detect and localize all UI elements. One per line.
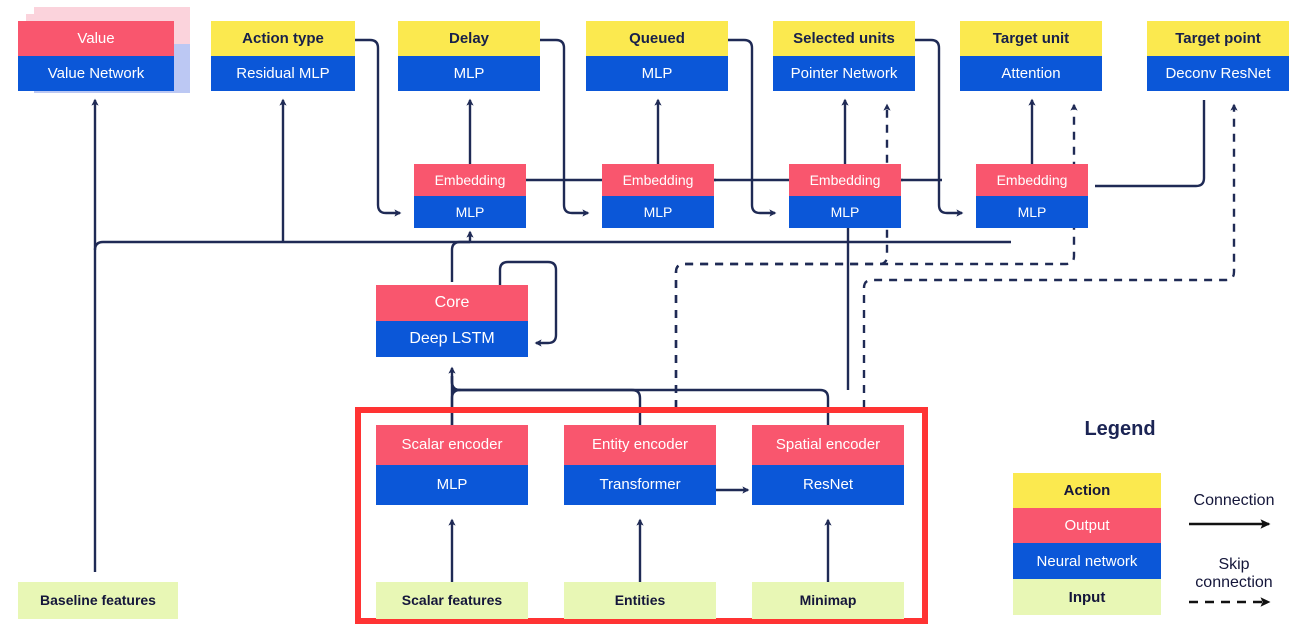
head-target-unit-nn-band: Attention [960,56,1102,91]
encoder-scalar-nn-band: MLP [376,465,528,505]
core-nn-band: Deep LSTM [376,321,528,357]
head-node-target-point[interactable]: Target point Deconv ResNet [1147,21,1289,91]
head-node-action-type[interactable]: Action type Residual MLP [211,21,355,91]
head-delay-nn-band: MLP [398,56,540,91]
encoder-spatial-nn-band: ResNet [752,465,904,505]
head-node-delay[interactable]: Delay MLP [398,21,540,91]
embedding-3-output-band: Embedding [789,164,901,196]
core-output-band: Core [376,285,528,321]
head-node-selected-units[interactable]: Selected units Pointer Network [773,21,915,91]
embedding-1-nn-band: MLP [414,196,526,228]
legend-row-output: Output [1013,508,1161,543]
legend-swatch-stack: Action Output Neural network Input [1013,473,1161,615]
head-node-value[interactable]: Value Value Network [18,21,174,91]
encoder-scalar-output-band: Scalar encoder [376,425,528,465]
embedding-3-nn-band: MLP [789,196,901,228]
embedding-node-2[interactable]: Embedding MLP [602,164,714,228]
legend-row-action: Action [1013,473,1161,508]
input-baseline-features-label: Baseline features [18,582,178,619]
head-target-point-nn-band: Deconv ResNet [1147,56,1289,91]
head-node-target-unit[interactable]: Target unit Attention [960,21,1102,91]
head-target-unit-action-band: Target unit [960,21,1102,56]
embedding-node-1[interactable]: Embedding MLP [414,164,526,228]
head-target-point-action-band: Target point [1147,21,1289,56]
input-node-baseline-features[interactable]: Baseline features [18,582,178,619]
head-queued-nn-band: MLP [586,56,728,91]
legend-skip-connection-label: Skip connection [1195,556,1273,592]
encoder-node-entity[interactable]: Entity encoder Transformer [564,425,716,505]
embedding-node-3[interactable]: Embedding MLP [789,164,901,228]
embedding-1-output-band: Embedding [414,164,526,196]
input-node-minimap[interactable]: Minimap [752,582,904,619]
embedding-node-4[interactable]: Embedding MLP [976,164,1088,228]
head-value-output-band: Value [18,21,174,56]
legend-title: Legend [1084,418,1156,440]
core-node[interactable]: Core Deep LSTM [376,285,528,357]
input-node-entities[interactable]: Entities [564,582,716,619]
legend-row-neural-network: Neural network [1013,543,1161,579]
encoder-node-scalar[interactable]: Scalar encoder MLP [376,425,528,505]
embedding-4-output-band: Embedding [976,164,1088,196]
head-action-type-action-band: Action type [211,21,355,56]
encoder-spatial-output-band: Spatial encoder [752,425,904,465]
input-entities-label: Entities [564,582,716,619]
head-value-nn-band: Value Network [18,56,174,91]
legend-connection-label: Connection [1193,492,1275,509]
input-node-scalar-features[interactable]: Scalar features [376,582,528,619]
embedding-2-output-band: Embedding [602,164,714,196]
head-node-queued[interactable]: Queued MLP [586,21,728,91]
encoder-group-highlight [355,407,928,624]
head-selected-units-nn-band: Pointer Network [773,56,915,91]
head-queued-action-band: Queued [586,21,728,56]
encoder-entity-nn-band: Transformer [564,465,716,505]
input-scalar-features-label: Scalar features [376,582,528,619]
head-action-type-nn-band: Residual MLP [211,56,355,91]
embedding-2-nn-band: MLP [602,196,714,228]
encoder-node-spatial[interactable]: Spatial encoder ResNet [752,425,904,505]
embedding-4-nn-band: MLP [976,196,1088,228]
legend-row-input: Input [1013,579,1161,615]
encoder-entity-output-band: Entity encoder [564,425,716,465]
head-selected-units-action-band: Selected units [773,21,915,56]
head-delay-action-band: Delay [398,21,540,56]
input-minimap-label: Minimap [752,582,904,619]
